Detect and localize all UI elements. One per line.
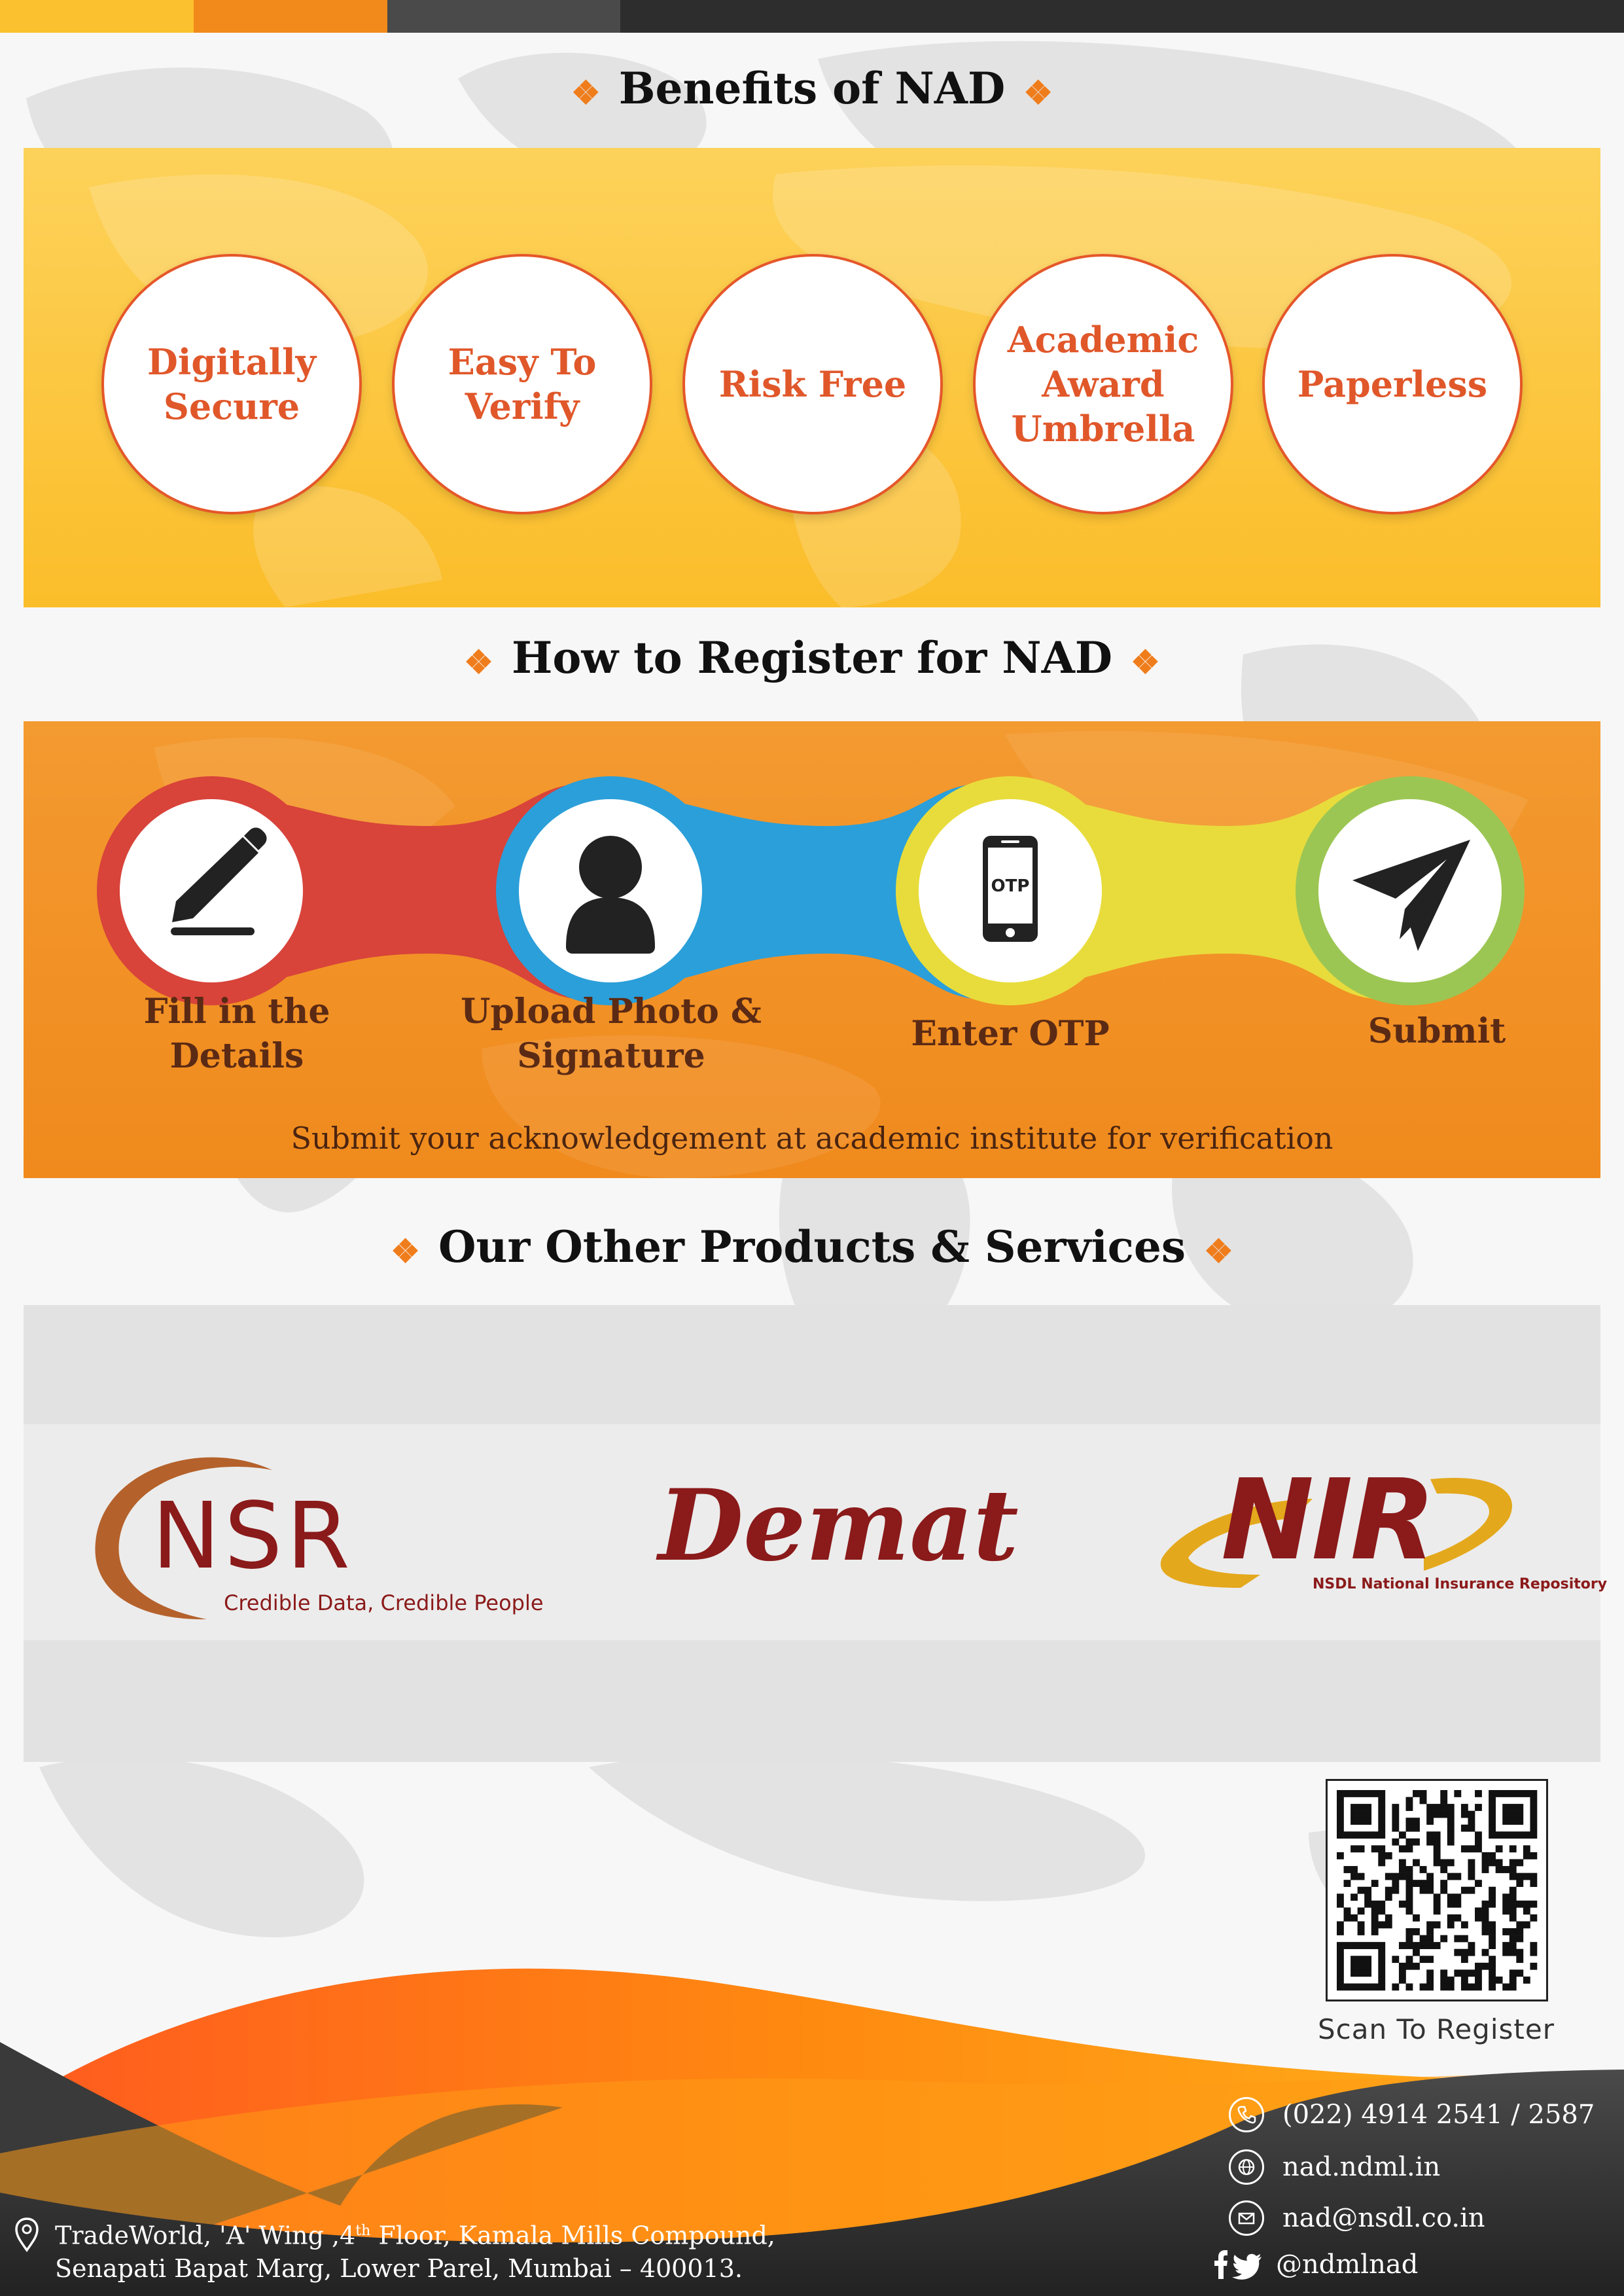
qr-caption: Scan To Register (1318, 2013, 1555, 2045)
paper-plane-icon (1352, 840, 1470, 951)
benefit-label: Risk Free (718, 363, 907, 405)
nir-letters: NIR (1221, 1456, 1436, 1585)
pen-icon (171, 827, 267, 935)
otp-text: OTP (991, 876, 1030, 896)
qr-code[interactable] (1326, 1779, 1548, 2001)
facebook-twitter-icon (1214, 2250, 1262, 2280)
location-pin-icon (9, 2214, 44, 2253)
step-label-enter-otp: Enter OTP (911, 1014, 1110, 1054)
step-ring-enter-otp: OTP (896, 776, 1125, 1005)
nir-tagline: NSDL National Insurance Repository (1313, 1576, 1608, 1592)
contact-website[interactable]: nad.ndml.in (1229, 2149, 1440, 2185)
phone-otp-icon: OTP (983, 836, 1038, 942)
step-icon-holder (120, 799, 303, 982)
nir-swoosh-icon (1160, 1478, 1512, 1588)
contact-social[interactable]: @ndmlnad (1209, 2249, 1418, 2280)
contact-email-text: nad@nsdl.co.in (1282, 2203, 1485, 2233)
nsr-logo[interactable]: NSR Credible Data, Credible People (89, 1444, 544, 1627)
step-ring-upload-photo (496, 776, 725, 1005)
benefit-label: Academic Award Umbrella (1007, 319, 1199, 450)
contact-website-text: nad.ndml.in (1282, 2152, 1441, 2182)
benefit-circle-academic-award-umbrella: Academic Award Umbrella (973, 254, 1233, 514)
diamond-ornament-icon: ❖ (1204, 1231, 1233, 1270)
contact-phone-text: (022) 4914 2541 / 2587 (1282, 2100, 1595, 2130)
step-ring-submit (1296, 776, 1525, 1005)
phone-icon (1229, 2097, 1264, 2132)
nsr-letters: NSR (152, 1483, 354, 1590)
register-title: How to Register for NAD (511, 632, 1113, 683)
nsr-tagline: Credible Data, Credible People (224, 1590, 544, 1615)
benefit-label: Easy To Verify (448, 341, 597, 427)
user-icon (566, 836, 655, 954)
globe-icon (1229, 2149, 1264, 2185)
benefits-title: Benefits of NAD (618, 63, 1006, 114)
step-label-fill-details: Fill in the Details (143, 992, 330, 1076)
products-title: Our Other Products & Services (438, 1221, 1186, 1272)
mail-icon (1229, 2200, 1264, 2236)
contact-phone[interactable]: (022) 4914 2541 / 2587 (1229, 2097, 1595, 2132)
step-icon-holder: OTP (919, 799, 1102, 982)
demat-logo[interactable]: Demat (658, 1468, 1019, 1583)
benefit-circle-paperless: Paperless (1262, 254, 1523, 514)
diamond-ornament-icon: ❖ (1023, 73, 1053, 112)
diamond-ornament-icon: ❖ (464, 642, 493, 681)
step-label-submit: Submit (1368, 1011, 1506, 1051)
top-color-bar (0, 0, 1624, 33)
products-panel: NSR Credible Data, Credible People Demat… (24, 1305, 1607, 1762)
register-note: Submit your acknowledgement at academic … (291, 1121, 1333, 1156)
diamond-ornament-icon: ❖ (571, 73, 601, 112)
address-line-2: Senapati Bapat Marg, Lower Parel, Mumbai… (55, 2253, 743, 2283)
benefits-heading: ❖ Benefits of NAD ❖ (0, 63, 1624, 114)
register-panel: OTP Fill in the Details Upload Photo & S… (24, 721, 1600, 1178)
benefit-circle-easy-to-verify: Easy To Verify (392, 254, 652, 514)
nir-logo[interactable]: NIR NSDL National Insurance Repository (1149, 1456, 1607, 1604)
step-ring-fill-details (97, 776, 326, 1005)
benefit-label: Paperless (1297, 363, 1488, 405)
step-icon-holder (1318, 799, 1502, 982)
register-heading: ❖ How to Register for NAD ❖ (0, 632, 1624, 683)
contact-social-text: @ndmlnad (1276, 2250, 1419, 2280)
step-label-upload-photo: Upload Photo & Signature (461, 992, 762, 1076)
benefits-panel: Digitally Secure Easy To Verify Risk Fre… (24, 148, 1600, 607)
diamond-ornament-icon: ❖ (1131, 642, 1160, 681)
address-line-1: TradeWorld, 'A' Wing ,4th Floor, Kamala … (55, 2221, 775, 2250)
products-heading: ❖ Our Other Products & Services ❖ (0, 1221, 1624, 1272)
diamond-ornament-icon: ❖ (391, 1231, 420, 1270)
footer-wave (0, 1968, 1624, 2296)
nsr-swoosh-icon (95, 1457, 272, 1620)
products-band (24, 1424, 1600, 1640)
contact-email[interactable]: nad@nsdl.co.in (1229, 2200, 1485, 2236)
address: TradeWorld, 'A' Wing ,4th Floor, Kamala … (55, 2215, 775, 2285)
step-icon-holder (519, 799, 702, 982)
benefit-circle-risk-free: Risk Free (682, 254, 943, 514)
qr-code-icon (1337, 1790, 1538, 1991)
benefit-label: Digitally Secure (147, 341, 316, 427)
benefit-circle-digitally-secure: Digitally Secure (101, 254, 362, 514)
